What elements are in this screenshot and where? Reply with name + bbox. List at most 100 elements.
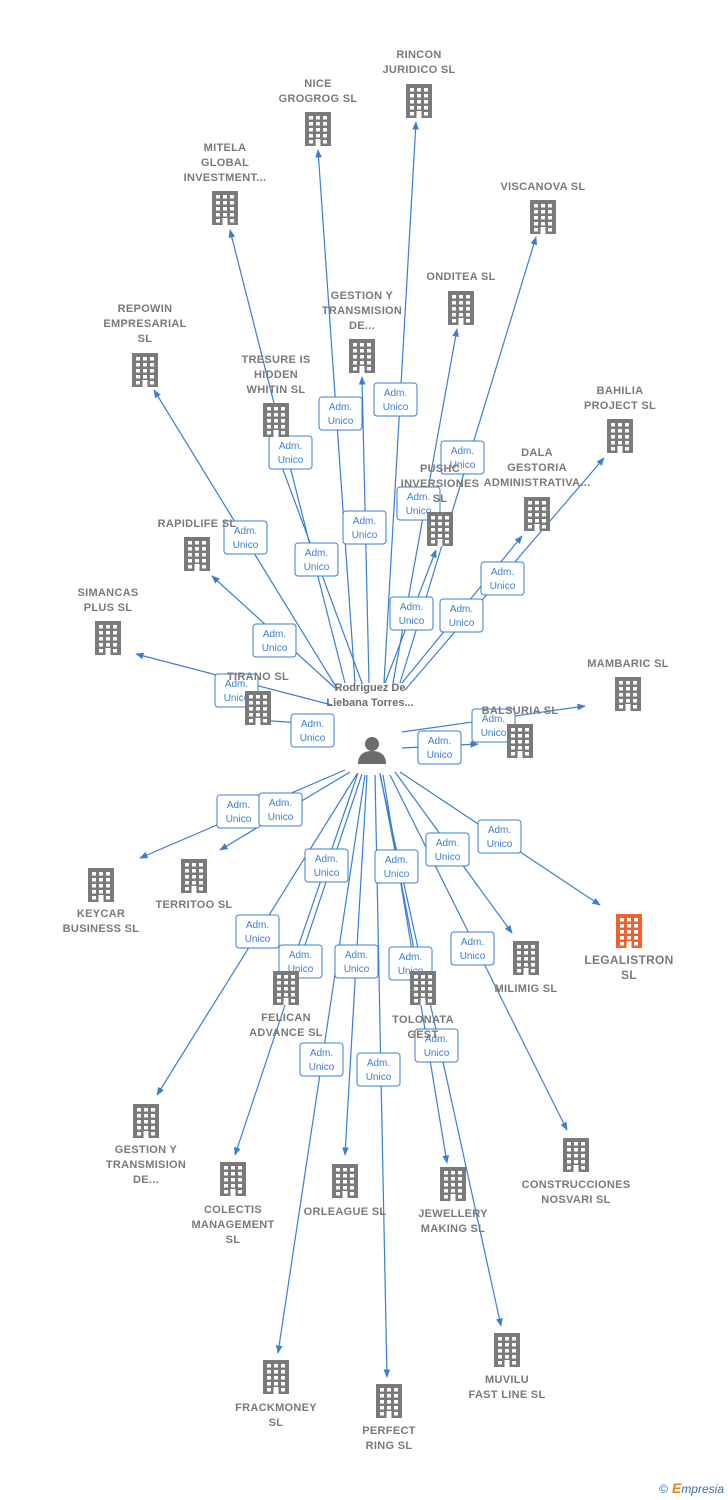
company-name: MAMBARIC SL: [553, 657, 703, 672]
company-name-line: SL: [137, 333, 153, 345]
company-building-icon: [513, 941, 539, 975]
relation-label[interactable]: Adm.Unico: [290, 713, 335, 748]
relation-label[interactable]: Adm. Unico: [440, 440, 485, 475]
footer-brand: ©Empresia: [659, 1480, 724, 1496]
company-name: BALSURIA SL: [445, 704, 595, 719]
relation-label-line1: Adm.: [436, 838, 459, 849]
company-building-icon: [524, 497, 550, 531]
relation-label[interactable]: Adm. Unico: [425, 832, 470, 867]
relation-label[interactable]: Adm. Unico: [223, 520, 268, 555]
company-name-line: DALA: [521, 447, 553, 459]
person-icon[interactable]: [358, 737, 386, 764]
company-building-icon: [245, 691, 271, 725]
company-name: TIRANO SL: [183, 670, 333, 685]
company-name-line: INVESTMENT...: [183, 172, 267, 184]
relation-label[interactable]: Adm.Unico: [235, 914, 280, 949]
relation-label[interactable]: Adm.Unico: [414, 1028, 459, 1063]
company-building-icon: [607, 419, 633, 453]
relation-label[interactable]: Adm.Unico: [334, 944, 379, 979]
relation-label-line2: Unico: [304, 562, 330, 573]
company-name-line: TOLONATA: [392, 1014, 454, 1026]
relation-label-line1: Adm.: [246, 920, 269, 931]
company-name-line: MUVILU: [485, 1374, 529, 1386]
relation-label-line2: Unico: [435, 852, 461, 863]
center-person-name[interactable]: Rodriguez De Liebana Torres...: [326, 682, 414, 709]
relation-label[interactable]: Adm.Unico: [480, 561, 525, 596]
relation-label[interactable]: Adm.Unico: [268, 435, 313, 470]
company-name-line: PUSHC: [419, 463, 460, 475]
relation-label-line2: Unico: [487, 839, 513, 850]
relation-label[interactable]: Adm.Unico: [258, 792, 303, 827]
company-building-icon: [88, 868, 114, 902]
relation-label-line1: Adm.: [482, 714, 505, 725]
company-name-line: BAHILIA: [596, 385, 644, 397]
company-building-icon: [305, 112, 331, 146]
company-name-line: MAMBARIC SL: [587, 658, 669, 670]
relation-label[interactable]: Adm. Unico: [374, 849, 419, 884]
company-name-line: TRANSMISION: [321, 305, 403, 317]
company-building-icon: [273, 971, 299, 1005]
relation-label[interactable]: Adm.Unico: [439, 598, 484, 633]
relation-label-line2: Unico: [314, 868, 340, 879]
company-name-line: HIDDEN: [254, 369, 298, 381]
relation-label-line1: Adm.: [425, 1034, 448, 1045]
company-name-line: FELICAN: [261, 1012, 311, 1024]
relation-label-line2: Unico: [309, 1062, 335, 1073]
relation-label[interactable]: Adm.Unico: [396, 486, 441, 521]
company-building-icon: [406, 84, 432, 118]
company-name-line: NOSVARI SL: [541, 1194, 611, 1206]
company-name-line: VISCANOVA SL: [500, 181, 586, 193]
relation-label[interactable]: Adm.Unico: [356, 1052, 401, 1087]
relation-label[interactable]: Adm.Unico: [294, 542, 339, 577]
company-name-line: TIRANO SL: [227, 671, 289, 683]
relation-label[interactable]: Adm.Unico: [252, 623, 297, 658]
company-building-icon: [448, 291, 474, 325]
relation-label[interactable]: Adm. Unico: [477, 819, 522, 854]
relation-label[interactable]: Adm. Unico: [304, 848, 349, 883]
relation-label[interactable]: Adm. Unico: [299, 1042, 344, 1077]
relation-label[interactable]: Adm.Unico: [450, 931, 495, 966]
relation-label-line1: Adm.: [234, 526, 257, 537]
relation-label-line1: Adm.: [367, 1058, 390, 1069]
relation-label-line1: Adm.: [488, 825, 511, 836]
relation-label-line2: Unico: [384, 869, 410, 880]
company-name-line: WHITIN SL: [246, 384, 306, 396]
relation-label-line1: Adm.: [315, 854, 338, 865]
relation-label-line1: Adm.: [385, 855, 408, 866]
relation-label[interactable]: Adm.Unico: [417, 730, 462, 765]
company-name-line: PLUS SL: [83, 602, 133, 614]
relation-label-line2: Unico: [288, 964, 314, 975]
company-name: RAPIDLIFE SL: [122, 517, 272, 532]
relation-label-line2: Unico: [262, 643, 288, 654]
relation-label-line2: Unico: [344, 964, 370, 975]
relation-label-line1: Adm.: [451, 446, 474, 457]
relation-label-line2: Unico: [328, 416, 354, 427]
relation-label[interactable]: Adm.Unico: [389, 596, 434, 631]
relation-label-line2: Unico: [226, 814, 252, 825]
relation-label-line1: Adm.: [289, 950, 312, 961]
relation-label[interactable]: Adm.Unico: [318, 396, 363, 431]
relation-label-line1: Adm.: [310, 1048, 333, 1059]
relation-label-line2: Unico: [383, 402, 409, 413]
relation-label-line2: Unico: [450, 460, 476, 471]
relation-label-line1: Adm.: [269, 798, 292, 809]
brand-name: mpresia: [681, 1482, 724, 1496]
relation-label-line2: Unico: [233, 540, 259, 551]
relation-label[interactable]: Adm. Unico: [278, 944, 323, 979]
company-name-line: ADMINISTRATIVA...: [483, 477, 591, 489]
company-name-line: GLOBAL: [200, 157, 250, 169]
relation-label[interactable]: Adm.Unico: [373, 382, 418, 417]
company-building-icon: [440, 1167, 466, 1201]
relation-label-line1: Adm.: [491, 567, 514, 578]
relation-label[interactable]: Adm.Unico: [216, 794, 261, 829]
relation-label[interactable]: Adm.Unico: [342, 510, 387, 545]
company-name-line: SL: [621, 968, 637, 982]
company-name-line: TERRITOO SL: [155, 899, 233, 911]
